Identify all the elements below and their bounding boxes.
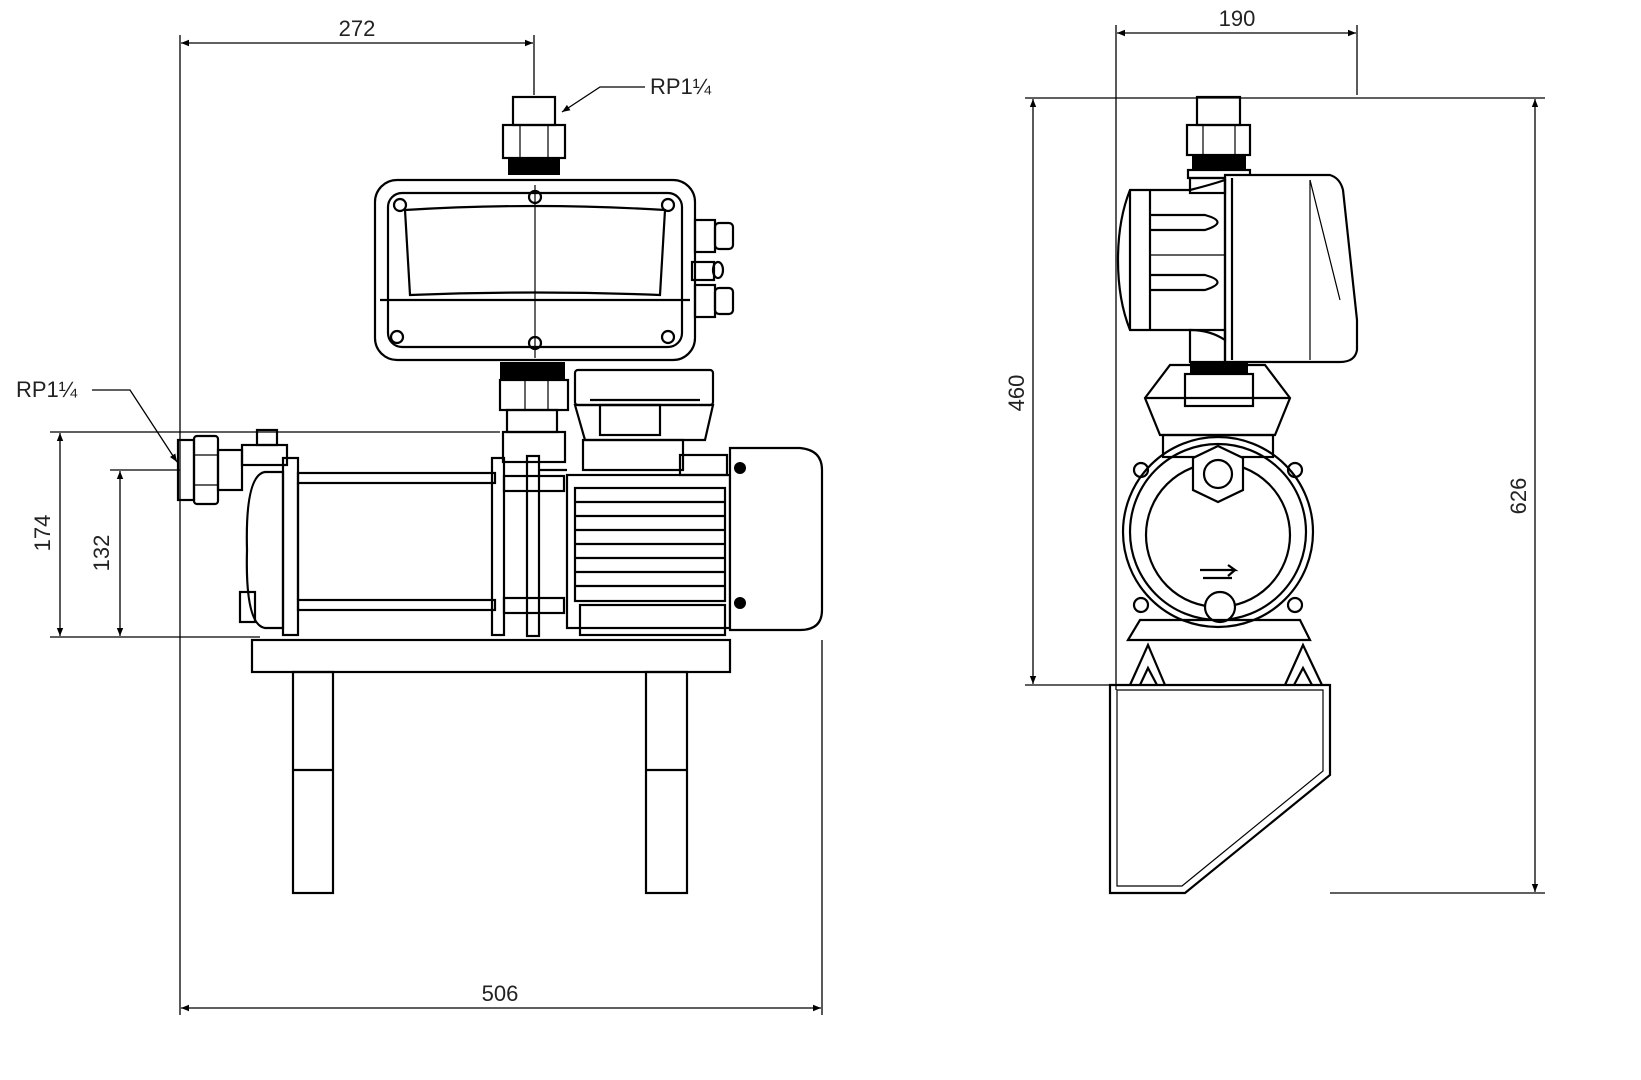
dim-label-506: 506 (482, 981, 519, 1006)
dim-label-190: 190 (1219, 6, 1256, 31)
dim-label-174: 174 (30, 515, 55, 552)
outlet-pipe (511, 95, 557, 127)
base-plate (250, 638, 732, 674)
motor (565, 446, 824, 637)
front-view-dimensions: 272 506 174 132 RP1¼ RP1¼ (16, 16, 823, 1015)
mounting-bracket (1108, 642, 1332, 895)
outlet-leader (561, 86, 645, 113)
outlet-nut (501, 123, 567, 160)
outlet-hex-icon (1191, 444, 1245, 504)
connector-nut (498, 378, 570, 412)
inlet-thread-label: RP1¼ (16, 377, 78, 402)
support-leg-left (291, 670, 335, 895)
screw-icons (389, 189, 676, 351)
inlet-connection (176, 428, 289, 506)
pump-feet (1126, 618, 1312, 642)
dim-label-460: 460 (1004, 375, 1029, 412)
side-view-pump (1108, 95, 1359, 895)
pump-body (238, 454, 567, 638)
dim-label-132: 132 (89, 535, 114, 572)
side-view-dimensions: 190 460 626 (1004, 6, 1545, 894)
cooling-fins (575, 500, 725, 588)
support-leg-right (644, 670, 689, 895)
rotation-arrow-icon (1200, 564, 1239, 580)
outlet-thread (508, 158, 560, 175)
dim-label-272: 272 (339, 16, 376, 41)
front-view-pump (176, 95, 824, 895)
display-window (403, 204, 667, 297)
pump-casing (1121, 435, 1315, 642)
dim-label-626: 626 (1506, 478, 1531, 515)
fan-cover (728, 446, 824, 632)
cable-gland-icons (690, 218, 735, 319)
outlet-thread-label: RP1¼ (650, 74, 712, 99)
drain-plug-icon (1203, 590, 1237, 624)
controller-side (1116, 173, 1359, 364)
inlet-leader (92, 389, 178, 463)
connector-block (1143, 363, 1292, 437)
pressure-controller (373, 178, 735, 362)
